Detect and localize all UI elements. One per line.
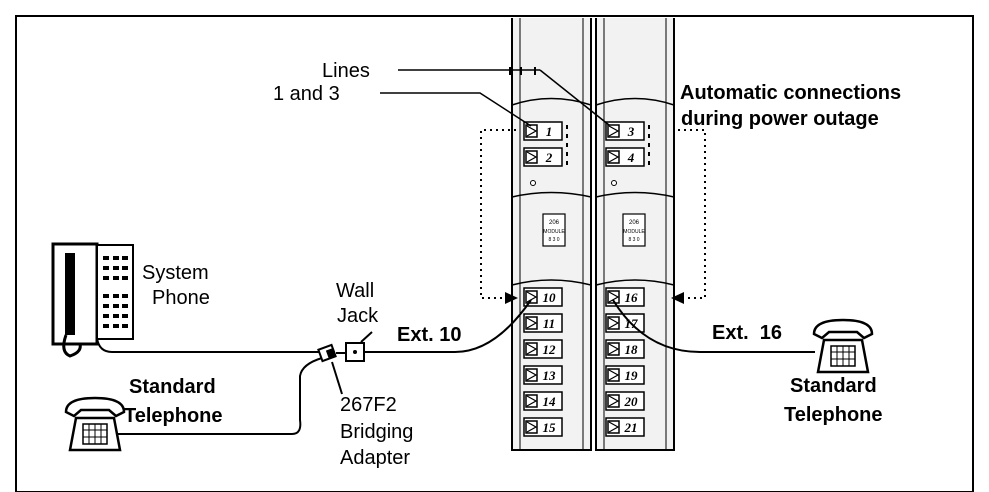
bridging-adapter-icon <box>317 343 337 363</box>
lines-label-bottom: 1 and 3 <box>273 83 340 105</box>
arrow-head-left <box>505 292 518 304</box>
control-module-right: 206 MODULE 8 3 0 <box>595 18 675 451</box>
jack-number: 20 <box>624 394 639 409</box>
jack-number: 1 <box>546 124 553 139</box>
standard-telephone-left-label-2: Telephone <box>124 405 223 427</box>
jack: 16 <box>605 287 645 307</box>
jack: 18 <box>605 339 645 359</box>
module-label-plate <box>542 213 566 247</box>
jack: 20 <box>605 391 645 411</box>
standard-telephone-left-icon <box>64 396 126 452</box>
jack: 11 <box>523 313 563 333</box>
wall-jack-icon <box>345 342 365 362</box>
jack: 13 <box>523 365 563 385</box>
jack: 15 <box>523 417 563 437</box>
lines-leaders <box>380 67 610 127</box>
standard-telephone-right-label-2: Telephone <box>784 404 883 426</box>
jack-number: 13 <box>543 368 557 383</box>
jack-number: 2 <box>545 150 553 165</box>
standard-telephone-right-label-1: Standard <box>790 375 877 397</box>
system-phone-label-2: Phone <box>152 287 210 309</box>
ext-10-wire <box>364 299 532 353</box>
dotted-path-right <box>678 129 706 299</box>
jack: 3 <box>605 121 645 141</box>
jack-number: 4 <box>627 150 635 165</box>
svg-text:206: 206 <box>549 220 560 226</box>
jack-number: 11 <box>543 316 555 331</box>
diagram-frame <box>15 15 974 492</box>
ext-10-label: Ext. 10 <box>397 324 461 346</box>
standard-telephone-right-icon <box>812 318 874 374</box>
jack-number: 18 <box>625 342 639 357</box>
jack: 12 <box>523 339 563 359</box>
jack: 10 <box>523 287 563 307</box>
module-label-plate <box>622 213 646 247</box>
ext-16-wire <box>612 299 815 353</box>
jack-number: 12 <box>543 342 557 357</box>
svg-text:MODULE: MODULE <box>543 229 565 235</box>
arrow-head-right <box>671 292 684 304</box>
adapter-label-1: 267F2 <box>340 394 397 416</box>
control-module-left: 206 MODULE 8 3 0 <box>511 18 592 451</box>
adapter-label-3: Adapter <box>340 447 410 469</box>
jack-number: 15 <box>543 420 557 435</box>
jack-number: 14 <box>543 394 557 409</box>
jack: 2 <box>523 147 563 167</box>
power-failure-paths <box>480 129 706 299</box>
ext-16-label: Ext. 16 <box>712 322 782 344</box>
svg-text:MODULE: MODULE <box>623 229 645 235</box>
standard-phone-cord-left <box>118 357 323 435</box>
system-phone-cord <box>96 337 322 353</box>
wall-jack-label-2: Jack <box>337 305 379 327</box>
system-phone-icon <box>51 242 134 358</box>
wall-jack-leader <box>360 331 373 343</box>
lines-label-top: Lines <box>322 60 370 82</box>
jack: 14 <box>523 391 563 411</box>
standard-telephone-left-label-1: Standard <box>129 376 216 398</box>
jack: 19 <box>605 365 645 385</box>
auto-connections-label-2: during power outage <box>681 108 879 130</box>
svg-text:8 3 0: 8 3 0 <box>548 237 559 243</box>
auto-connections-label-1: Automatic connections <box>680 82 901 104</box>
jack-number: 10 <box>543 290 557 305</box>
svg-text:206: 206 <box>629 220 640 226</box>
jack: 21 <box>605 417 645 437</box>
adapter-leader <box>331 361 343 395</box>
system-phone-label-1: System <box>142 262 209 284</box>
svg-text:8 3 0: 8 3 0 <box>628 237 639 243</box>
jack-number: 19 <box>625 368 639 383</box>
jack-number: 3 <box>627 124 635 139</box>
jack: 1 <box>523 121 563 141</box>
jack-number: 21 <box>624 420 638 435</box>
jack: 4 <box>605 147 645 167</box>
jack-number: 16 <box>625 290 639 305</box>
dotted-path-left <box>480 129 516 299</box>
adapter-label-2: Bridging <box>340 421 413 443</box>
wall-jack-label-1: Wall <box>336 280 374 302</box>
cords <box>96 299 815 435</box>
